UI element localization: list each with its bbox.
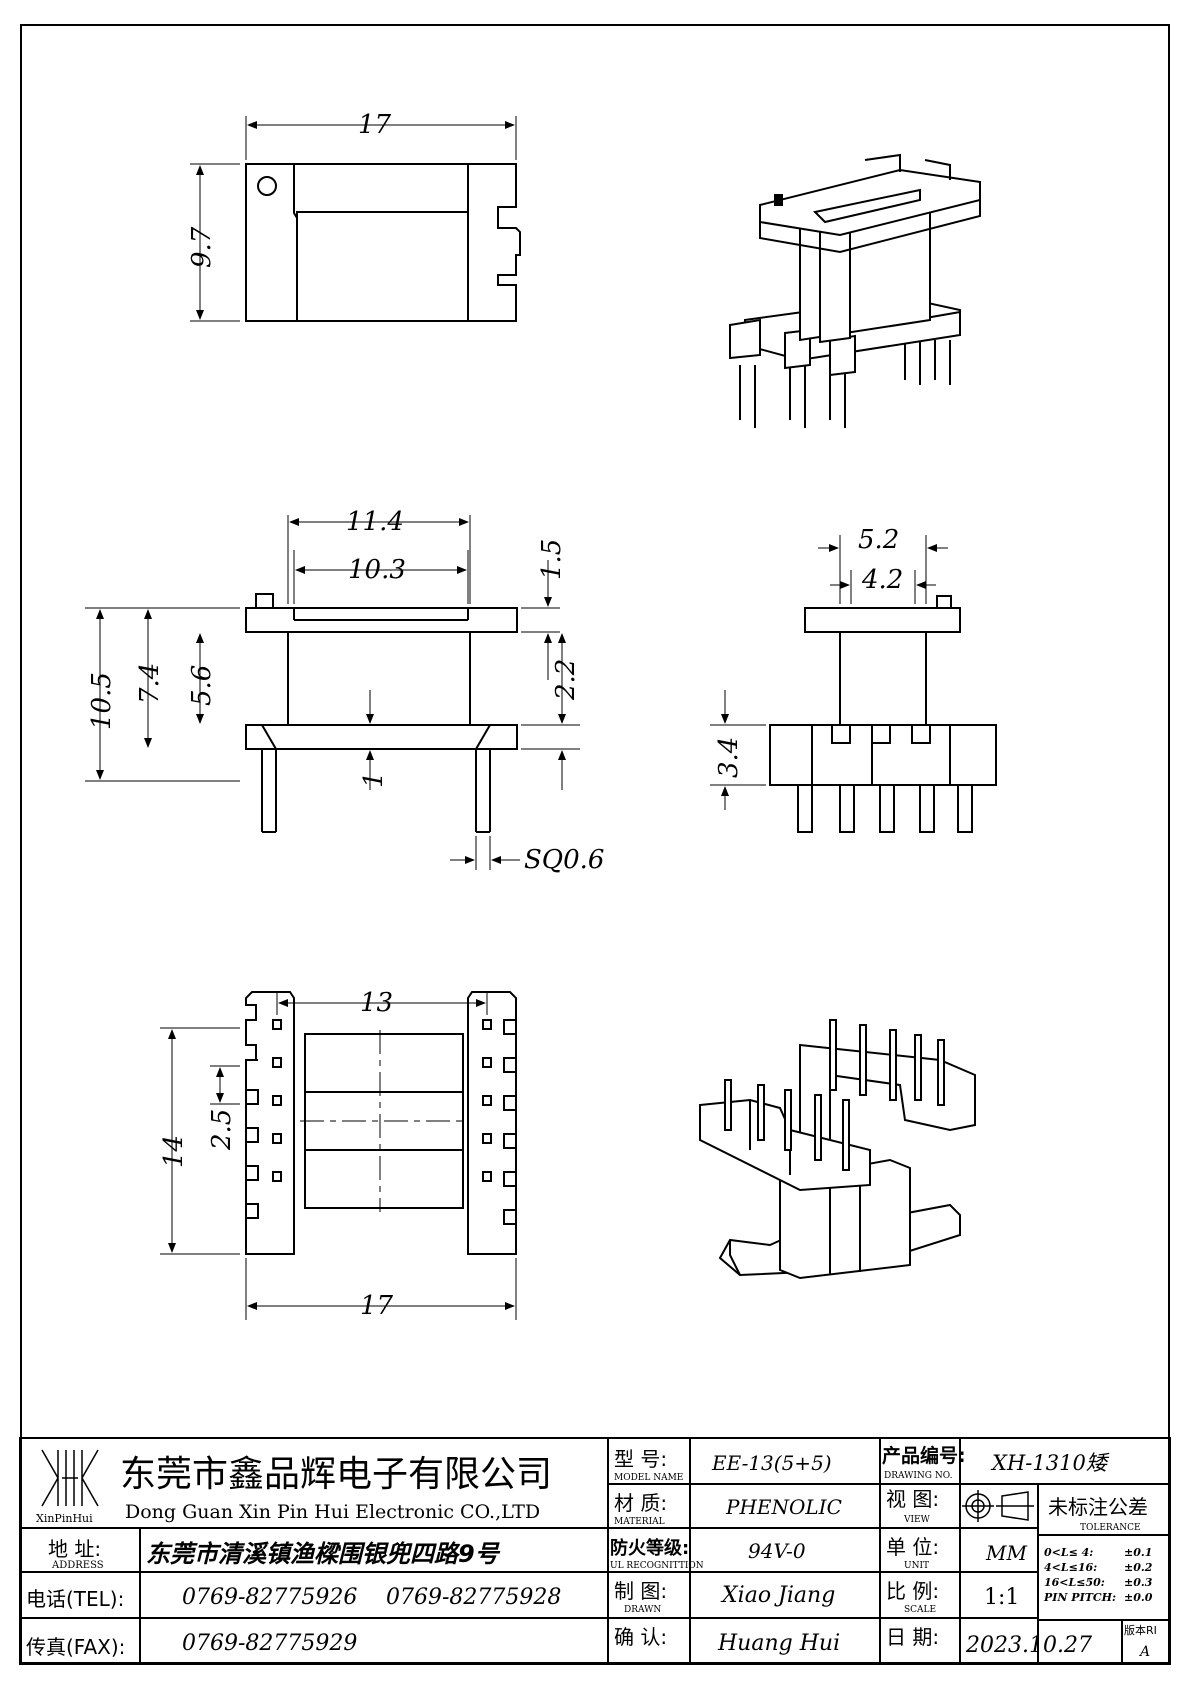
version-label: 版本RI [1124, 1623, 1157, 1637]
dim-side-inner-width: 4.2 [861, 565, 903, 595]
dim-wall-step: 2.2 [551, 659, 581, 701]
tel-label: 电话(TEL): [26, 1587, 124, 1611]
tolerance-value-4: ±0.0 [1124, 1591, 1153, 1604]
dim-top-height: 9.7 [187, 226, 217, 268]
model-label-en: MODEL NAME [614, 1473, 683, 1483]
address-label-en: ADDRESS [51, 1560, 104, 1571]
tolerance-value-1: ±0.1 [1124, 1546, 1152, 1559]
dim-bottom-width: 17 [360, 1291, 394, 1321]
material-label-en: MATERIAL [614, 1517, 665, 1527]
material-label: 材 质: [614, 1491, 667, 1515]
company-logo [41, 1449, 99, 1507]
dim-window-outer-height: 7.4 [135, 663, 165, 704]
product-no-label: 产品编号: [882, 1444, 966, 1467]
tel-2: 0769-82775928 [386, 1585, 561, 1610]
dim-top-width: 17 [358, 110, 392, 140]
tolerance-range-4: PIN PITCH: [1043, 1591, 1116, 1604]
tolerance-value-2: ±0.2 [1124, 1561, 1153, 1574]
dim-standoff: 1 [359, 771, 389, 788]
tolerance-title: 未标注公差 [1048, 1495, 1148, 1519]
unit-value: MM [985, 1541, 1027, 1565]
scale-label-en: SCALE [904, 1605, 936, 1615]
dim-window-inner-height: 5.6 [187, 665, 217, 706]
scale-label: 比 例: [886, 1579, 939, 1603]
product-no-value: XH-1310矮 [990, 1451, 1110, 1475]
dim-total-height: 10.5 [87, 672, 117, 730]
date-value: 2023.10.27 [965, 1633, 1092, 1658]
iso-view-bottom [699, 1019, 976, 1280]
title-block [19, 1437, 1171, 1665]
dim-side-outer-width: 5.2 [858, 525, 899, 555]
ul-label: 防火等级: [610, 1537, 689, 1559]
tolerance-range-2: 4<L≤16: [1044, 1561, 1097, 1574]
check-label: 确 认: [614, 1625, 667, 1649]
material-value: PHENOLIC [725, 1495, 842, 1519]
version-value: A [1138, 1644, 1150, 1660]
fax-label: 传真(FAX): [26, 1635, 125, 1659]
dim-pin-pitch: 2.5 [207, 1109, 237, 1151]
date-label: 日 期: [886, 1625, 939, 1649]
unit-label: 单 位: [886, 1535, 939, 1559]
dim-bottom-total-height: 14 [159, 1135, 189, 1168]
product-no-label-en: DRAWING NO. [884, 1471, 953, 1481]
drawn-label-en: DRAWN [624, 1605, 661, 1615]
tel-1: 0769-82775926 [182, 1585, 357, 1610]
front-view [245, 593, 518, 833]
side-view-dimensions: 5.2 4.2 3.4 [710, 525, 948, 810]
dim-front-inner-width: 10.3 [348, 555, 406, 585]
dim-front-outer-width: 11.4 [346, 507, 404, 537]
ul-value: 94V-0 [748, 1539, 806, 1563]
top-view-dimensions: 17 9.7 [187, 110, 517, 322]
ul-label-en: UL RECOGNITTION [610, 1561, 704, 1571]
company-name-en: Dong Guan Xin Pin Hui Electronic CO.,LTD [125, 1501, 540, 1523]
dim-pin-size: SQ0.6 [524, 845, 604, 875]
iso-view-top [729, 153, 981, 428]
tolerance-value-3: ±0.3 [1124, 1576, 1153, 1589]
model-label: 型 号: [614, 1447, 667, 1471]
dim-bottom-pin-span: 13 [360, 988, 393, 1018]
tolerance-title-en: TOLERANCE [1080, 1523, 1141, 1533]
drawn-value: Xiao Jiang [720, 1583, 835, 1608]
dim-flange-thickness: 1.5 [537, 539, 567, 580]
fax-value: 0769-82775929 [182, 1631, 357, 1656]
side-view [769, 595, 997, 833]
view-label: 视 图: [886, 1487, 939, 1511]
tolerance-range-1: 0<L≤ 4: [1044, 1546, 1093, 1559]
dim-pin-length: 3.4 [714, 737, 744, 778]
check-value: Huang Hui [717, 1631, 840, 1656]
bottom-view [245, 991, 517, 1255]
projection-symbol-icon [962, 1490, 1034, 1522]
top-view [245, 163, 521, 322]
model-value: EE-13(5+5) [711, 1451, 832, 1475]
view-label-en: VIEW [903, 1515, 931, 1525]
address-value: 东莞市清溪镇渔樑围银兜四路9号 [146, 1540, 501, 1568]
unit-label-en: UNIT [904, 1561, 929, 1571]
tolerance-range-3: 16<L≤50: [1044, 1576, 1105, 1589]
company-name-cn: 东莞市鑫品辉电子有限公司 [120, 1454, 552, 1495]
front-view-dimensions: 11.4 10.3 1.5 2.2 10.5 7.4 5.6 1 SQ0.6 [85, 507, 604, 875]
logo-text: XinPinHui [36, 1512, 93, 1525]
drawn-label: 制 图: [614, 1579, 667, 1603]
address-label: 地 址: [48, 1537, 101, 1561]
scale-value: 1:1 [984, 1585, 1019, 1610]
bottom-view-dimensions: 13 14 2.5 17 [159, 988, 517, 1321]
